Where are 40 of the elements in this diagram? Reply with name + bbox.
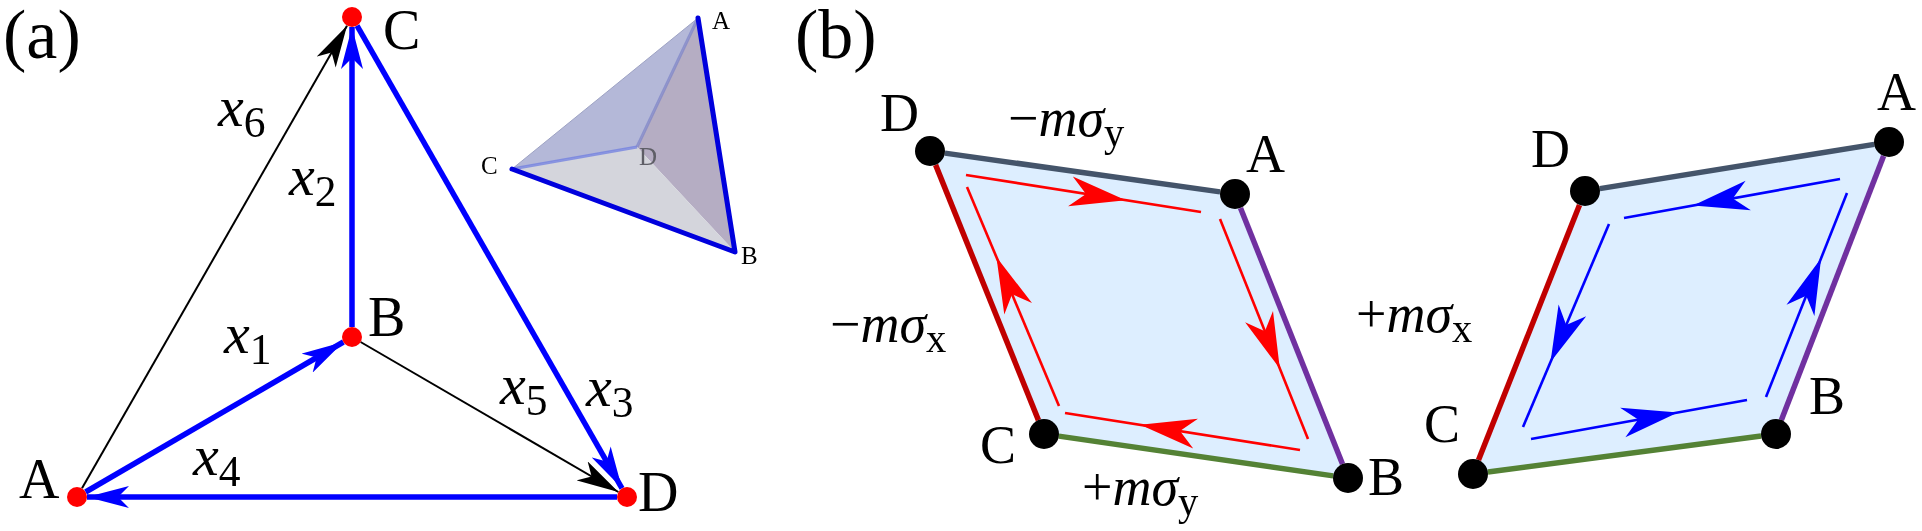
- edge-label: +mσ$_{y}$: [1082, 460, 1199, 526]
- vertex-label: A: [19, 451, 60, 507]
- edge-label: x$_{4}$: [193, 427, 241, 485]
- vertex-label: A: [1877, 65, 1916, 119]
- edge-label: x$_{5}$: [500, 356, 548, 414]
- connector-line: [944, 150, 1221, 195]
- vertex-label: D: [880, 86, 919, 140]
- edge-label: −mσ$_{x}$: [830, 297, 947, 363]
- arrow: [84, 339, 345, 495]
- vertex-label: D: [1531, 122, 1570, 176]
- arrow: [87, 486, 617, 508]
- vertex-label: B: [368, 289, 406, 345]
- connector-line: [1778, 155, 1887, 421]
- vertex-label: C: [383, 2, 421, 58]
- connector-line: [933, 163, 1041, 422]
- edge-label: x$_{1}$: [224, 305, 272, 363]
- edge-label: x$_{6}$: [218, 78, 266, 136]
- arrow: [354, 24, 625, 490]
- edge-label: x$_{2}$: [289, 147, 337, 205]
- connector-line: [1237, 206, 1346, 466]
- vertex-label: A: [712, 8, 731, 33]
- vertex-label: B: [1368, 450, 1405, 504]
- vertex-label: B: [1809, 369, 1846, 423]
- vertex-label: D: [638, 464, 679, 520]
- vertex-label: C: [481, 153, 498, 178]
- connector-line: [1487, 433, 1762, 475]
- edge-label: −mσ$_{y}$: [1008, 91, 1125, 157]
- edge-label: x$_{3}$: [586, 358, 634, 416]
- vertex-label: C: [980, 418, 1017, 472]
- vertex-label: D: [639, 144, 658, 169]
- connector-line: [1475, 203, 1583, 462]
- edge-label: +mσ$_{x}$: [1356, 287, 1473, 353]
- arrow: [341, 27, 363, 327]
- connector-line: [1058, 433, 1334, 479]
- vertex-label: B: [741, 243, 758, 268]
- connector-line: [1599, 141, 1875, 192]
- vertex-label: A: [1246, 127, 1285, 181]
- vertex-label: C: [1424, 397, 1461, 451]
- arrow: [359, 341, 620, 493]
- arrow: [81, 24, 348, 490]
